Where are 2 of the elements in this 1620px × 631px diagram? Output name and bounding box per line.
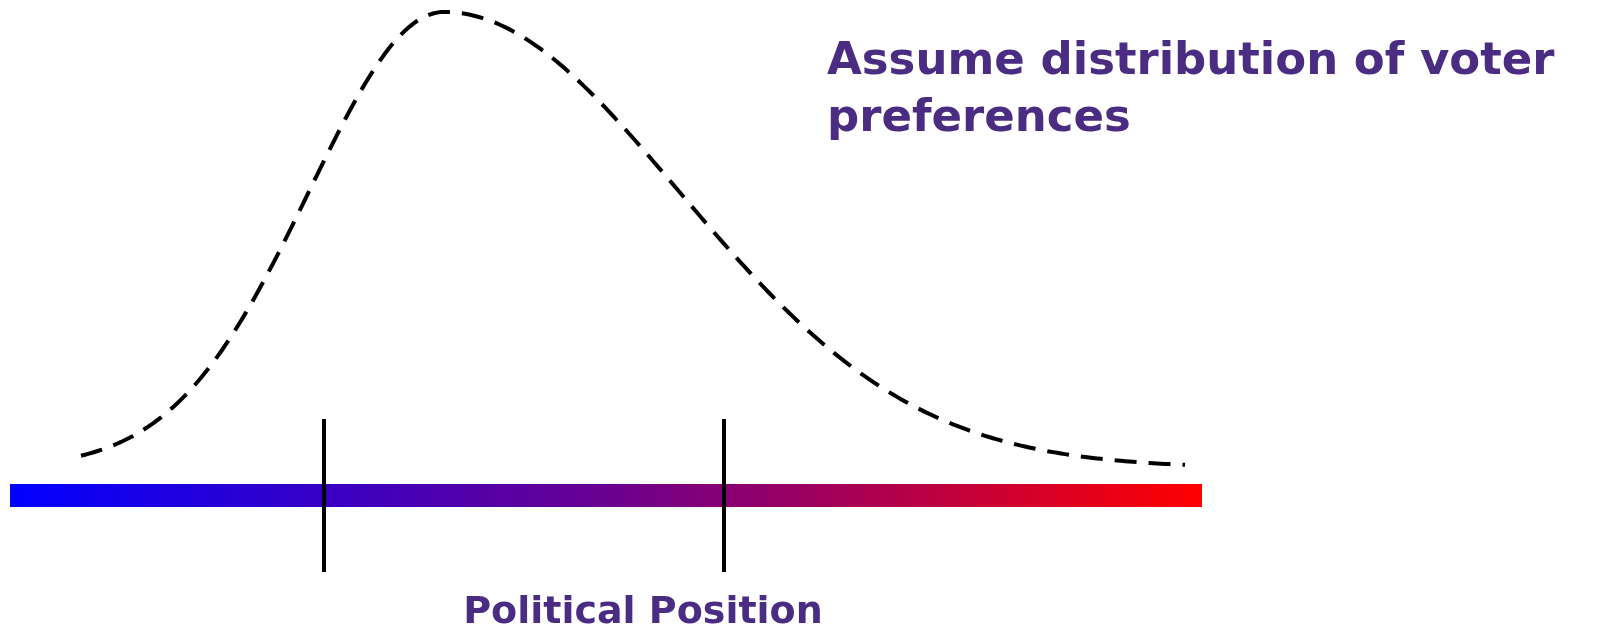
axis-label: Political Position <box>462 587 824 631</box>
annotation-text: Assume distribution of voter preferences <box>827 31 1556 144</box>
